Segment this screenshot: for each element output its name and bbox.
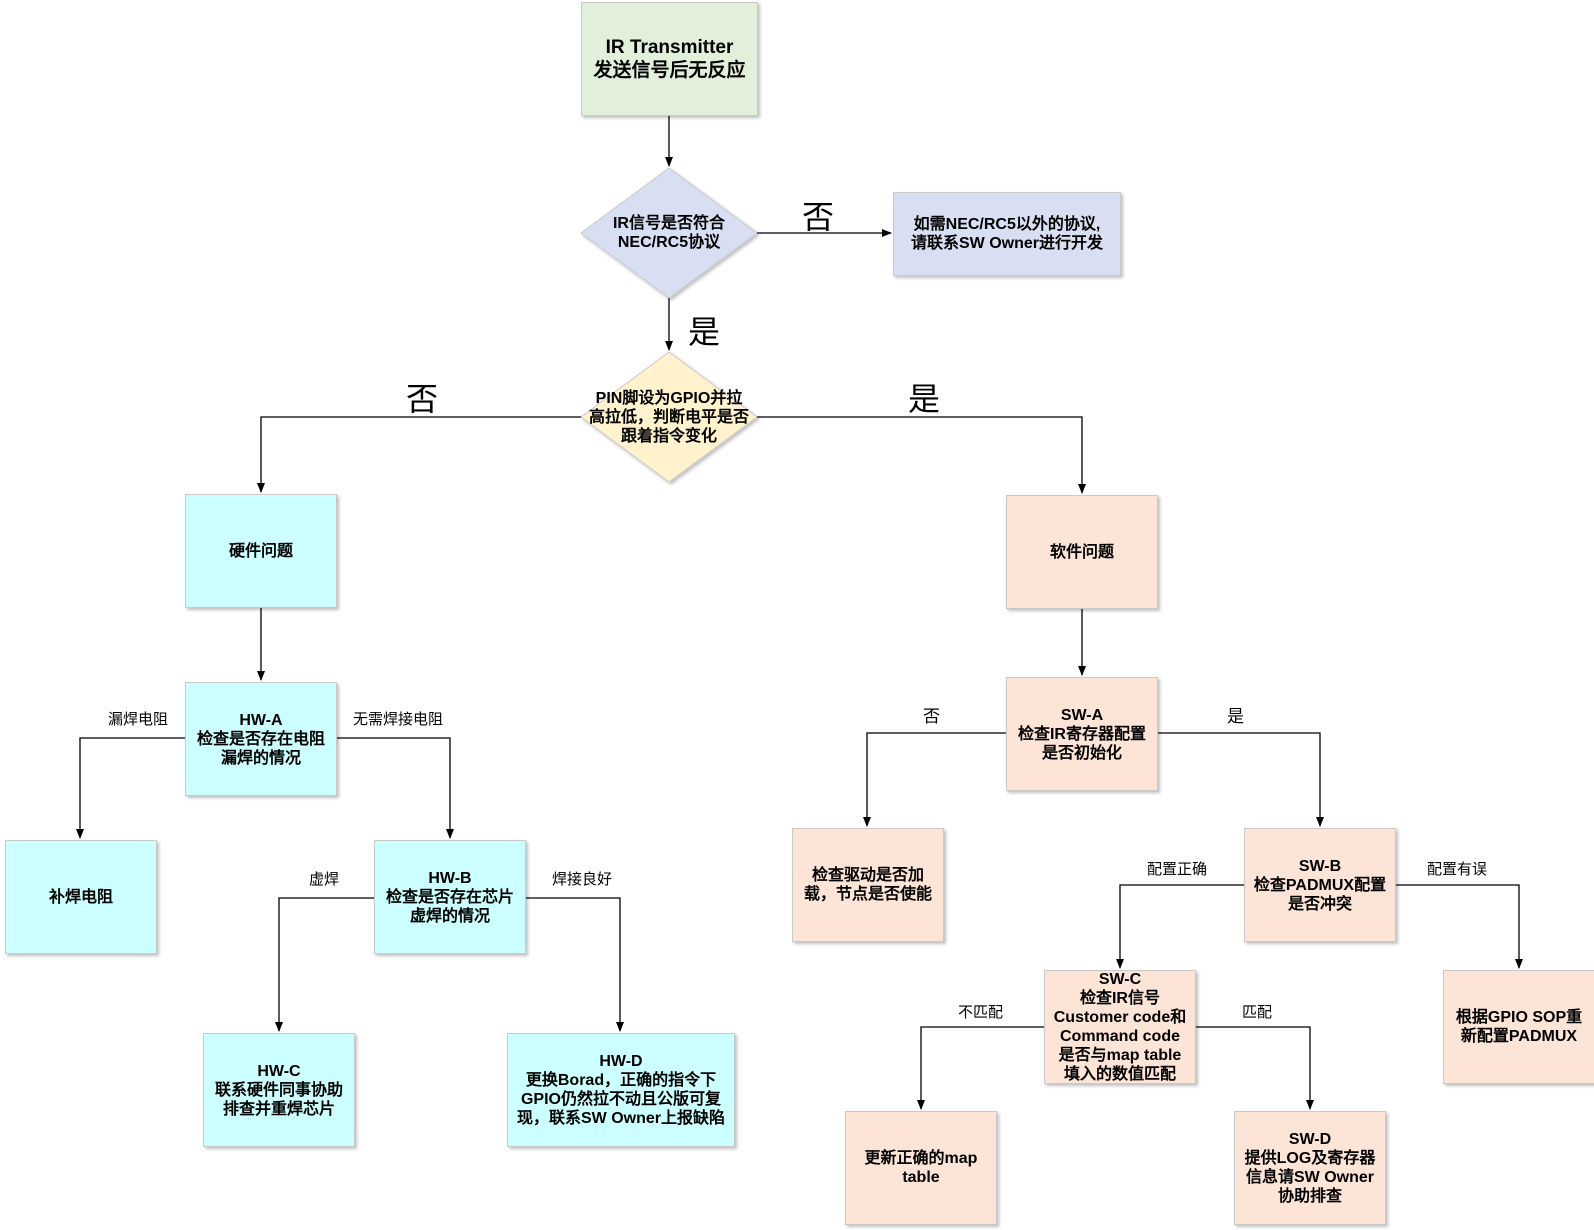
sw-d-text: SW-D 提供LOG及寄存器 信息请SW Owner 协助排查: [1244, 1131, 1376, 1205]
start-node: IR Transmitter 发送信号后无反应: [581, 2, 758, 116]
label-hwb-cold: 虚焊: [309, 871, 340, 888]
update-map-text: 更新正确的map table: [864, 1150, 978, 1186]
hw-a-node: HW-A 检查是否存在电阻 漏焊的情况: [185, 682, 337, 796]
gpio-decision-label: PIN脚设为GPIO并拉 高拉低，判断电平是否 跟着指令变化: [588, 389, 749, 445]
start-node-text: IR Transmitter 发送信号后无反应: [593, 37, 746, 81]
edge-swa-no: [863, 732, 1006, 827]
sw-b-node: SW-B 检查PADMUX配置 是否冲突: [1244, 828, 1396, 942]
edge-hwb-cold: [275, 897, 374, 1032]
resolder-node: 补焊电阻: [5, 840, 157, 954]
edge-swc-match: [1196, 1026, 1314, 1110]
software-issue-text: 软件问题: [1049, 543, 1114, 561]
label-swc-mismatch: 不匹配: [958, 1004, 1004, 1021]
resolder-text: 补焊电阻: [48, 888, 113, 906]
gpio-decision-shape: [580, 351, 758, 483]
hw-c-text: HW-C 联系硬件同事协助 排查并重焊芯片: [214, 1062, 343, 1118]
other-protocol-node: 如需NEC/RC5以外的协议, 请联系SW Owner进行开发: [893, 192, 1121, 276]
label-hwa-no-need: 无需焊接电阻: [353, 711, 444, 728]
edge-swc-mismatch: [917, 1026, 1044, 1110]
edge-swa-yes: [1158, 732, 1324, 827]
edge-hwa-missing: [76, 737, 185, 839]
hw-b-text: HW-B 检查是否存在芯片 虚焊的情况: [385, 869, 514, 925]
hw-d-text: HW-D 更换Borad，正确的指令下 GPIO仍然拉不动且公版可复 现，联系S…: [516, 1053, 725, 1127]
label-protocol-no: 否: [802, 199, 835, 235]
label-gpio-yes: 是: [908, 381, 941, 417]
edge-gpio-no: [257, 416, 581, 493]
label-swb-correct: 配置正确: [1147, 861, 1208, 878]
label-swb-wrong: 配置有误: [1427, 861, 1488, 878]
gpio-decision-text: PIN脚设为GPIO并拉 高拉低，判断电平是否 跟着指令变化: [586, 385, 752, 449]
other-protocol-text: 如需NEC/RC5以外的协议, 请联系SW Owner进行开发: [910, 216, 1103, 252]
check-driver-node: 检查驱动是否加 载，节点是否使能: [792, 828, 944, 942]
label-hwb-good: 焊接良好: [552, 871, 613, 888]
label-hwa-missing: 漏焊电阻: [108, 711, 169, 728]
reconfig-padmux-text: 根据GPIO SOP重 新配置PADMUX: [1455, 1009, 1583, 1045]
edge-hwb-good: [526, 897, 624, 1032]
check-driver-text: 检查驱动是否加 载，节点是否使能: [803, 867, 932, 903]
label-gpio-no: 否: [406, 381, 439, 417]
sw-d-node: SW-D 提供LOG及寄存器 信息请SW Owner 协助排查: [1234, 1111, 1386, 1225]
hardware-issue-text: 硬件问题: [228, 542, 293, 560]
sw-a-text: SW-A 检查IR寄存器配置 是否初始化: [1017, 706, 1146, 762]
hw-b-node: HW-B 检查是否存在芯片 虚焊的情况: [374, 840, 526, 954]
edge-hwa-no-need: [337, 737, 454, 839]
reconfig-padmux-node: 根据GPIO SOP重 新配置PADMUX: [1443, 970, 1594, 1084]
label-swa-no: 否: [923, 707, 940, 726]
label-swa-yes: 是: [1227, 707, 1244, 726]
hw-a-text: HW-A 检查是否存在电阻 漏焊的情况: [196, 711, 325, 767]
sw-a-node: SW-A 检查IR寄存器配置 是否初始化: [1006, 677, 1158, 791]
software-issue-node: 软件问题: [1006, 495, 1158, 609]
label-swc-match: 匹配: [1242, 1004, 1273, 1021]
label-protocol-yes: 是: [688, 314, 721, 350]
edge-swb-wrong: [1396, 884, 1523, 969]
protocol-decision-text: IR信号是否符合 NEC/RC5协议: [591, 203, 747, 263]
protocol-decision-label: IR信号是否符合 NEC/RC5协议: [612, 215, 725, 251]
hardware-issue-node: 硬件问题: [185, 494, 337, 608]
hw-c-node: HW-C 联系硬件同事协助 排查并重焊芯片: [203, 1033, 355, 1147]
sw-c-node: SW-C 检查IR信号 Customer code和 Command code …: [1044, 970, 1196, 1084]
sw-c-text: SW-C 检查IR信号 Customer code和 Command code …: [1053, 971, 1187, 1083]
edge-swb-correct: [1116, 884, 1244, 969]
update-map-node: 更新正确的map table: [845, 1111, 997, 1225]
edge-gpio-yes: [757, 416, 1086, 494]
sw-b-text: SW-B 检查PADMUX配置 是否冲突: [1253, 857, 1387, 913]
hw-d-node: HW-D 更换Borad，正确的指令下 GPIO仍然拉不动且公版可复 现，联系S…: [507, 1033, 735, 1147]
